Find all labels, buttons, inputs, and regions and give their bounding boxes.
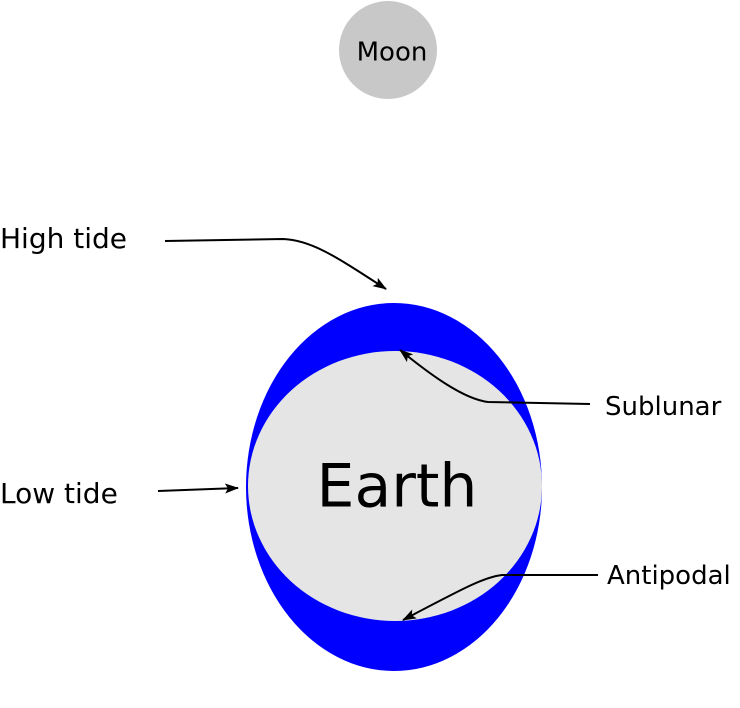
earth-disc [248,351,542,621]
moon-disc [339,1,437,99]
sublunar-label: Sublunar [605,392,722,422]
antipodal-label: Antipodal [607,561,731,591]
high-tide-arrow [164,237,387,290]
low-tide-arrow [157,483,239,494]
sublunar-arrow [399,349,591,405]
earth-label: Earth [317,452,478,522]
moon-label: Moon [357,38,428,68]
high-tide-label: High tide [0,222,127,255]
low-tide-label: Low tide [0,477,118,510]
antipodal-arrow [402,574,598,621]
